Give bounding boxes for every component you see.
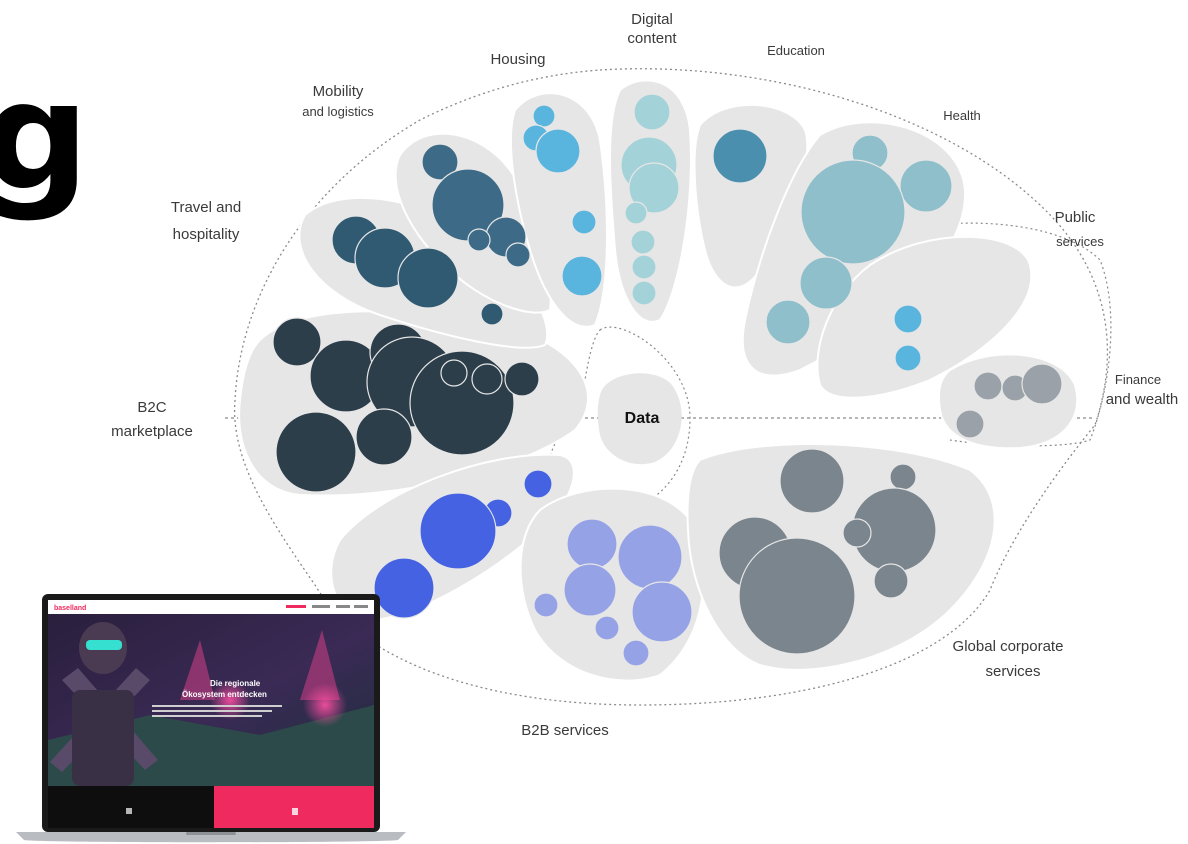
bubbles (272, 93, 1063, 667)
bubble-finance (973, 371, 1003, 401)
bubble-housing (571, 209, 597, 235)
bubble-finance (955, 409, 985, 439)
bubble-global (779, 448, 845, 514)
label-mobility-l1: Mobility (313, 83, 364, 100)
label-global-l1: Global corporate (953, 638, 1064, 655)
bubble-global (889, 463, 917, 491)
bubble-b2c (272, 317, 322, 367)
bubble-education (712, 128, 768, 184)
bubble-health (800, 159, 906, 265)
outer-boundary (233, 68, 1109, 706)
label-finance-l1: Finance (1115, 372, 1161, 387)
label-housing: Housing (490, 51, 545, 68)
label-health: Health (943, 108, 981, 123)
hero-headline-2: Ökosystem entdecken (182, 690, 267, 699)
bubble-b2b (523, 469, 553, 499)
hero-figure-body (72, 690, 134, 786)
label-finance-l2: and wealth (1106, 391, 1179, 408)
site-nav-link (286, 605, 306, 608)
label-b2c-l1: B2C (137, 399, 166, 416)
bubble-global (842, 518, 872, 548)
bubble-b2c (504, 361, 540, 397)
bubble-b2c (355, 408, 413, 466)
bubble-digital (631, 280, 657, 306)
bubble-public (893, 304, 923, 334)
hero-terrain (180, 640, 215, 700)
site-footer-left (48, 786, 214, 828)
label-b2b: B2B services (521, 722, 609, 739)
site-footer-right (214, 786, 374, 828)
bubble-b2b (631, 581, 693, 643)
blob-center-data (597, 373, 682, 465)
sector-labels: Digital content Housing Education Mobili… (111, 11, 1178, 739)
bubble-b2b (563, 563, 617, 617)
bubble-housing (532, 104, 556, 128)
bubble-digital (628, 162, 680, 214)
bubble-mobility (505, 242, 531, 268)
bubble-digital (631, 254, 657, 280)
label-digital-content-l1: Digital (631, 11, 673, 28)
label-public-l1: Public (1055, 209, 1096, 226)
blob-public-services (816, 235, 1033, 399)
footer-icon-right (292, 808, 298, 815)
footer-icon-left (126, 808, 132, 814)
label-mobility-l2: and logistics (302, 104, 374, 119)
hero-body-text (152, 710, 272, 712)
bubble-mobility (467, 228, 491, 252)
site-navbar (48, 600, 374, 614)
bubble-global (873, 563, 909, 599)
bubble-housing (561, 255, 603, 297)
hero-figure-visor (86, 640, 122, 650)
site-nav-link (354, 605, 368, 608)
bubble-b2c (440, 359, 468, 387)
bubble-b2b (617, 524, 683, 590)
bubble-digital (633, 93, 671, 131)
label-global-l2: services (985, 663, 1040, 680)
bubble-finance (1021, 363, 1063, 405)
laptop-notch (186, 832, 236, 835)
bubble-travel (397, 247, 459, 309)
bubble-b2b (622, 639, 650, 667)
site-nav-link (312, 605, 330, 608)
hero-headline-1: Die regionale (210, 679, 261, 688)
bubble-b2b (419, 492, 497, 570)
label-travel-l1: Travel and (171, 199, 241, 216)
bubble-digital (624, 201, 648, 225)
bubble-global (738, 537, 856, 655)
label-public-l2: services (1056, 234, 1104, 249)
bubble-housing (535, 128, 581, 174)
label-digital-content-l2: content (627, 30, 677, 47)
hero-terrain (300, 630, 340, 700)
hero-body-text (152, 705, 282, 707)
laptop-base (16, 832, 406, 843)
bubble-health (799, 256, 853, 310)
label-b2c-l2: marketplace (111, 423, 193, 440)
label-education: Education (767, 43, 825, 58)
bubble-b2b (566, 518, 618, 570)
hero-body-text (152, 715, 262, 717)
bubble-digital (630, 229, 656, 255)
site-brand: baselland (54, 605, 86, 612)
bubble-health (899, 159, 953, 213)
label-travel-l2: hospitality (173, 226, 240, 243)
hero-glow (303, 683, 347, 727)
bubble-b2b (533, 592, 559, 618)
bubble-travel (480, 302, 504, 326)
bubble-b2b (594, 615, 620, 641)
bubble-mobility (421, 143, 459, 181)
site-nav-link (336, 605, 350, 608)
bubble-b2c (275, 411, 357, 493)
bubble-b2c (471, 363, 503, 395)
heading-fragment: g (0, 50, 90, 224)
center-data-label: Data (625, 410, 660, 427)
laptop-mockup: baselland Die regionale Ökosystem entdec… (16, 594, 406, 843)
bubble-health (765, 299, 811, 345)
bubble-public (894, 344, 922, 372)
bubble-b2b (373, 557, 435, 619)
